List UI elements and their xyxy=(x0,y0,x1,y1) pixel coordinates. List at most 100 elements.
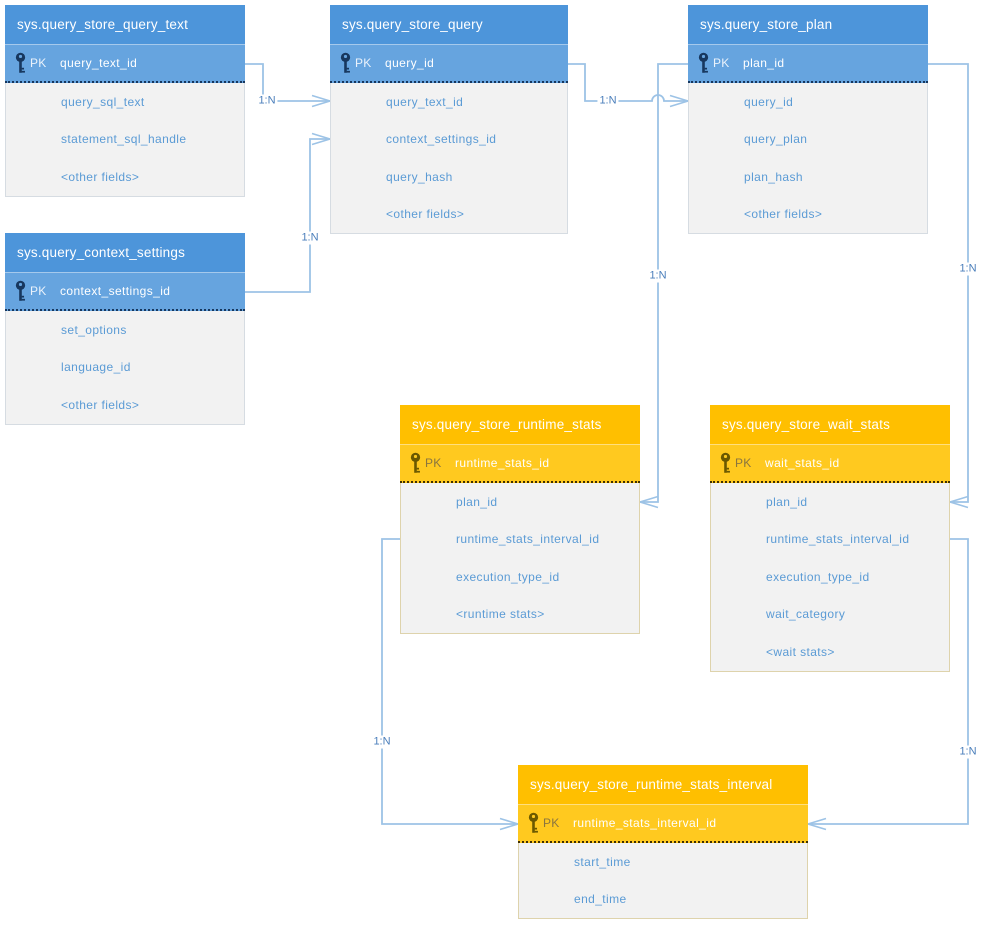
entity-table-query-store-runtime-stats[interactable]: sys.query_store_runtime_stats PK runtime… xyxy=(400,405,640,634)
field-name: execution_type_id xyxy=(456,569,560,584)
table-header[interactable]: sys.query_store_runtime_stats_interval xyxy=(518,765,808,805)
field-name: query_plan xyxy=(744,132,808,147)
pk-label: PK xyxy=(735,456,752,470)
table-header[interactable]: sys.query_store_plan xyxy=(688,5,928,45)
entity-table-query-store-plan[interactable]: sys.query_store_plan PK plan_id query_id… xyxy=(688,5,928,234)
field-name: set_options xyxy=(61,322,127,337)
field-row[interactable]: language_id xyxy=(6,349,244,387)
field-name: <other fields> xyxy=(61,169,140,184)
field-row[interactable]: statement_sql_handle xyxy=(6,121,244,159)
field-name: wait_category xyxy=(766,607,846,622)
key-icon xyxy=(339,52,352,75)
primary-key-row[interactable]: PK query_id xyxy=(330,45,568,83)
cardinality-label: 1:N xyxy=(299,231,321,245)
field-row[interactable]: <runtime stats> xyxy=(401,596,639,634)
field-row[interactable]: set_options xyxy=(6,311,244,349)
field-row[interactable]: query_text_id xyxy=(331,83,567,121)
many-arrowhead-icon xyxy=(637,495,659,509)
field-name: language_id xyxy=(61,360,131,375)
field-name: execution_type_id xyxy=(766,569,870,584)
field-name: context_settings_id xyxy=(386,132,497,147)
field-row[interactable]: query_hash xyxy=(331,158,567,196)
many-arrowhead-icon xyxy=(947,495,969,509)
field-row[interactable]: <other fields> xyxy=(6,386,244,424)
field-name: query_sql_text xyxy=(61,94,145,109)
field-row[interactable]: context_settings_id xyxy=(331,121,567,159)
table-title: sys.query_store_runtime_stats xyxy=(412,417,602,432)
key-icon xyxy=(697,52,710,75)
primary-key-row[interactable]: PK context_settings_id xyxy=(5,273,245,311)
table-fields: query_sql_text statement_sql_handle <other… xyxy=(5,83,245,197)
field-row[interactable]: runtime_stats_interval_id xyxy=(401,521,639,559)
field-name: query_hash xyxy=(386,169,453,184)
field-row[interactable]: plan_id xyxy=(401,483,639,521)
field-name: plan_id xyxy=(766,494,808,509)
field-row[interactable]: end_time xyxy=(519,881,807,919)
field-row[interactable]: plan_hash xyxy=(689,158,927,196)
pk-field-name: query_id xyxy=(385,56,435,70)
pk-label: PK xyxy=(355,56,372,70)
relationship-connector xyxy=(808,538,969,825)
table-fields: plan_id runtime_stats_interval_id executio… xyxy=(400,483,640,634)
field-row[interactable]: <wait stats> xyxy=(711,633,949,671)
pk-field-name: runtime_stats_id xyxy=(455,456,550,470)
table-fields: query_id query_plan plan_hash <other fields… xyxy=(688,83,928,234)
field-row[interactable]: execution_type_id xyxy=(711,558,949,596)
relationship-connector xyxy=(568,63,688,102)
entity-table-query-store-runtime-stats-interval[interactable]: sys.query_store_runtime_stats_interval P… xyxy=(518,765,808,919)
primary-key-row[interactable]: PK query_text_id xyxy=(5,45,245,83)
field-row[interactable]: start_time xyxy=(519,843,807,881)
pk-field-name: plan_id xyxy=(743,56,785,70)
relationship-connector xyxy=(640,63,688,503)
key-icon xyxy=(719,452,732,475)
entity-table-query-store-wait-stats[interactable]: sys.query_store_wait_stats PK wait_stats… xyxy=(710,405,950,672)
field-row[interactable]: <other fields> xyxy=(6,158,244,196)
cardinality-label: 1:N xyxy=(957,262,979,276)
table-header[interactable]: sys.query_store_query_text xyxy=(5,5,245,45)
primary-key-row[interactable]: PK wait_stats_id xyxy=(710,445,950,483)
field-name: end_time xyxy=(574,892,627,907)
table-fields: query_text_id context_settings_id query_ha… xyxy=(330,83,568,234)
cardinality-label: 1:N xyxy=(957,745,979,759)
field-row[interactable]: query_plan xyxy=(689,121,927,159)
table-header[interactable]: sys.query_store_runtime_stats xyxy=(400,405,640,445)
cardinality-label: 1:N xyxy=(597,94,619,108)
field-name: statement_sql_handle xyxy=(61,132,187,147)
field-name: <other fields> xyxy=(744,207,823,222)
field-row[interactable]: <other fields> xyxy=(689,196,927,234)
key-icon xyxy=(409,452,422,475)
cardinality-label: 1:N xyxy=(256,94,278,108)
pk-label: PK xyxy=(30,284,47,298)
table-title: sys.query_store_runtime_stats_interval xyxy=(530,777,773,792)
entity-table-query-store-query[interactable]: sys.query_store_query PK query_id query_… xyxy=(330,5,568,234)
field-row[interactable]: wait_category xyxy=(711,596,949,634)
relationship-connector xyxy=(245,138,330,293)
field-name: <runtime stats> xyxy=(456,607,545,622)
primary-key-row[interactable]: PK runtime_stats_interval_id xyxy=(518,805,808,843)
field-name: runtime_stats_interval_id xyxy=(456,532,600,547)
field-row[interactable]: execution_type_id xyxy=(401,558,639,596)
relationship-connector xyxy=(381,538,518,825)
primary-key-row[interactable]: PK plan_id xyxy=(688,45,928,83)
relationship-connector xyxy=(928,63,969,503)
entity-table-query-store-query-text[interactable]: sys.query_store_query_text PK query_text… xyxy=(5,5,245,197)
field-row[interactable]: plan_id xyxy=(711,483,949,521)
field-row[interactable]: query_id xyxy=(689,83,927,121)
table-header[interactable]: sys.query_context_settings xyxy=(5,233,245,273)
key-icon xyxy=(14,52,27,75)
entity-table-query-context-settings[interactable]: sys.query_context_settings PK context_se… xyxy=(5,233,245,425)
field-row[interactable]: runtime_stats_interval_id xyxy=(711,521,949,559)
field-row[interactable]: query_sql_text xyxy=(6,83,244,121)
field-row[interactable]: <other fields> xyxy=(331,196,567,234)
field-name: query_id xyxy=(744,94,794,109)
table-header[interactable]: sys.query_store_wait_stats xyxy=(710,405,950,445)
pk-field-name: context_settings_id xyxy=(60,284,171,298)
pk-label: PK xyxy=(30,56,47,70)
field-name: <other fields> xyxy=(61,397,140,412)
cardinality-label: 1:N xyxy=(371,735,393,749)
primary-key-row[interactable]: PK runtime_stats_id xyxy=(400,445,640,483)
table-title: sys.query_store_plan xyxy=(700,17,833,32)
field-name: <other fields> xyxy=(386,207,465,222)
table-header[interactable]: sys.query_store_query xyxy=(330,5,568,45)
